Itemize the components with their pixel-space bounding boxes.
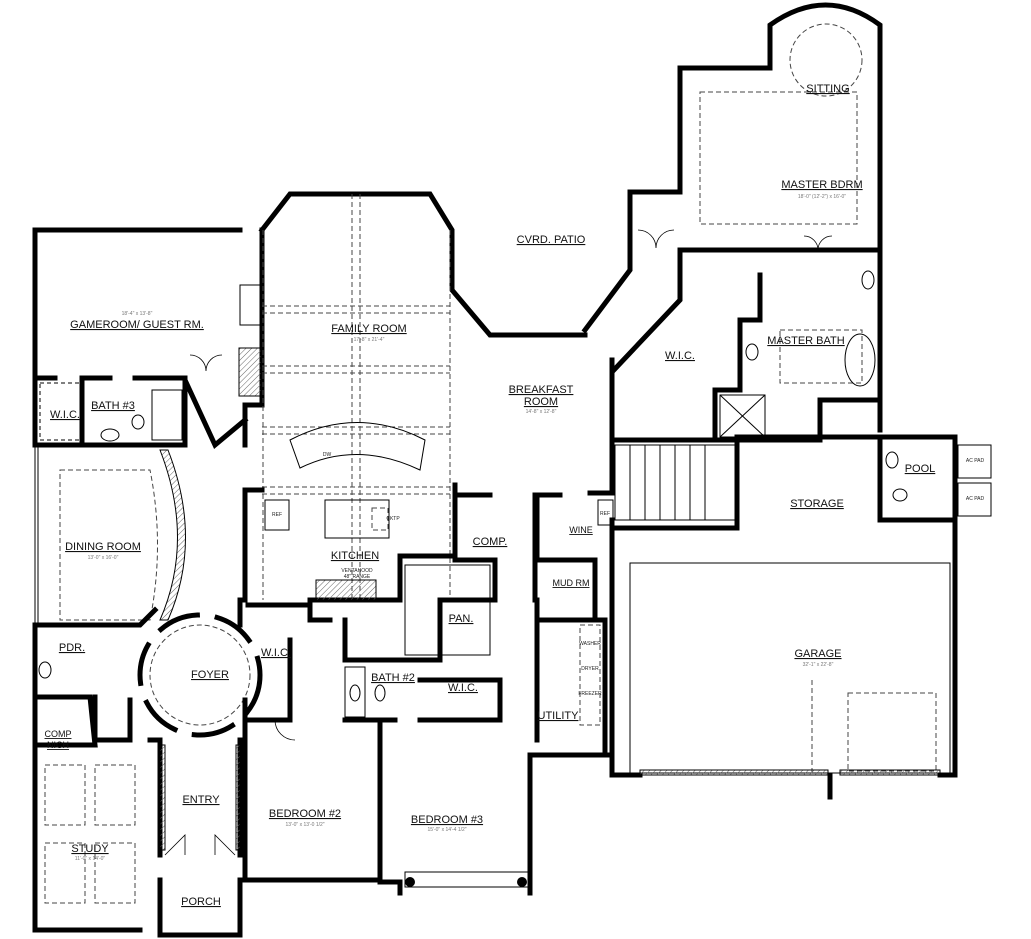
label-sitting: SITTING [806, 83, 849, 95]
dims-bedroom-3: 15'-0" x 14'-4 1/2" [427, 827, 466, 833]
label-mud-rm: MUD RM [553, 578, 590, 588]
dims-dining-room: 13'-0" x 16'-0" [88, 555, 119, 561]
stairs [614, 444, 736, 521]
label-entry: ENTRY [182, 794, 220, 806]
label-pdr: PDR. [59, 642, 85, 654]
label-bath-2: BATH #2 [371, 672, 415, 684]
dims-bedroom-2: 13'-0" x 13'-0 1/2" [285, 822, 324, 828]
dims-gameroom: 18'-4" x 13'-8" [122, 311, 153, 317]
label-dining-room: DINING ROOM [65, 541, 141, 553]
utility-walls [534, 492, 614, 758]
label-family-room: FAMILY ROOM [331, 323, 406, 335]
label-gameroom: GAMEROOM/ GUEST RM. [70, 319, 204, 331]
label-comp-nich-2: NICH [47, 740, 69, 750]
master-suite-walls [609, 91, 883, 443]
gameroom-walls [32, 284, 262, 450]
bedroom-walls [242, 637, 531, 888]
label-utility: UTILITY [538, 710, 580, 722]
label-wic-bed3: W.I.C. [448, 682, 478, 694]
label-master-wic: W.I.C. [665, 350, 695, 362]
sitting-bay [767, 2, 883, 71]
garage [629, 444, 992, 776]
label-wic-3: W.I.C. [50, 409, 80, 421]
room-labels: SITTING MASTER BDRM 18'-0" (12'-2") x 16… [45, 83, 985, 908]
label-porch: PORCH [181, 896, 221, 908]
note-freezer: FREEZER [578, 691, 602, 697]
label-comp-nich-1: COMP [45, 729, 72, 739]
label-garage: GARAGE [794, 648, 841, 660]
label-wic-2: W.I.C. [261, 647, 291, 659]
kitchen-walls [237, 482, 615, 743]
label-wine: WINE [569, 525, 593, 535]
note-dw: DW [323, 452, 332, 458]
label-pantry: PAN. [449, 613, 474, 625]
label-pool: POOL [905, 463, 936, 475]
dining-foyer-walls [32, 445, 263, 904]
label-storage: STORAGE [790, 498, 844, 510]
note-dryer: DRYER [581, 666, 599, 672]
note-wine-ref: REF [600, 511, 610, 517]
note-cktp: CKTP [386, 516, 400, 522]
note-range: 48" RANGE [344, 574, 371, 580]
note-ref: REF [272, 512, 282, 518]
dims-breakfast: 14'-8" x 12'-8" [526, 409, 557, 415]
family-room-ceiling-grid [262, 194, 451, 600]
label-kitchen: KITCHEN [331, 550, 379, 562]
label-master-bdrm: MASTER BDRM [781, 179, 862, 191]
kitchen-bar-counter [289, 422, 426, 471]
dims-garage: 32'-1" x 22'-8" [803, 662, 834, 668]
label-ac-pad-2: AC PAD [966, 496, 985, 502]
label-bedroom-2: BEDROOM #2 [269, 808, 341, 820]
label-breakfast-1: BREAKFAST [509, 384, 574, 396]
label-breakfast-2: ROOM [524, 396, 558, 408]
label-bath-3: BATH #3 [91, 400, 135, 412]
sitting-dashed-circle [789, 23, 863, 97]
label-foyer: FOYER [191, 669, 229, 681]
kitchen-island [324, 499, 390, 539]
label-comp: COMP. [473, 536, 508, 548]
label-ac-pad-1: AC PAD [966, 458, 985, 464]
note-washer: WASHER [579, 641, 601, 647]
note-ventahood: VENTAHOOD [341, 568, 373, 574]
dims-master-bdrm: 18'-0" (12'-2") x 16'-0" [798, 194, 846, 200]
label-bedroom-3: BEDROOM #3 [411, 814, 483, 826]
label-cvrd-patio: CVRD. PATIO [517, 234, 586, 246]
master-doors [637, 229, 833, 251]
dims-study: 11'-0" x 14'-0" [75, 856, 106, 862]
kitchen-cooktop [371, 507, 389, 531]
label-master-bath: MASTER BATH [767, 335, 844, 347]
dims-family-room: 17'-8" x 21'-4" [354, 337, 385, 343]
label-study: STUDY [71, 843, 109, 855]
